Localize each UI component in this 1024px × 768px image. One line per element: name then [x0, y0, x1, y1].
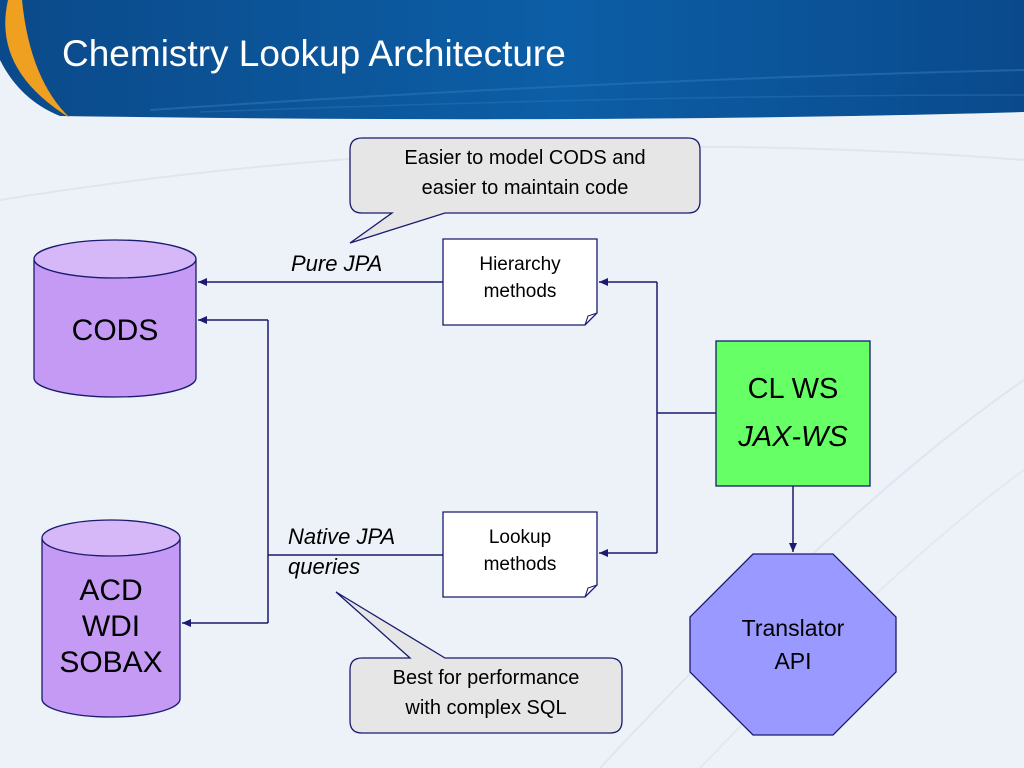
hierarchy-methods-line-2: methods — [483, 281, 557, 302]
acd-database-label: ACD WDI SOBAX — [42, 573, 180, 681]
native-jpa-label: Native JPA queries — [288, 522, 395, 582]
cl-ws-label: CL WS JAX-WS — [716, 365, 870, 461]
wdi-label: WDI — [81, 610, 141, 643]
page-title: Chemistry Lookup Architecture — [62, 33, 566, 74]
lookup-methods-label: Lookup methods — [443, 524, 597, 578]
cods-label: CODS — [71, 314, 159, 347]
acd-label: ACD — [79, 574, 143, 607]
callout-bottom-line-1: Best for performance — [392, 667, 580, 689]
callout-top-text: Easier to model CODS and easier to maint… — [350, 143, 700, 203]
callout-top-line-2: easier to maintain code — [421, 177, 629, 199]
cods-database-shape — [33, 239, 197, 398]
api-line-2: API — [774, 648, 812, 674]
translator-line-1: Translator — [741, 615, 845, 641]
hierarchy-methods-shape — [442, 238, 598, 326]
header-accent-swoosh — [5, 0, 70, 118]
translator-api-label: Translator API — [690, 612, 896, 678]
native-jpa-line-1: Native JPA — [288, 524, 396, 549]
callout-bottom-shape — [335, 591, 623, 734]
callout-top-shape — [349, 137, 701, 244]
translator-api-shape — [689, 553, 897, 736]
hierarchy-methods-label: Hierarchy methods — [443, 251, 597, 305]
header-band — [0, 0, 1024, 120]
sobax-label: SOBAX — [59, 646, 163, 679]
cl-ws-line-1: CL WS — [747, 373, 839, 405]
acd-database-shape — [41, 519, 181, 718]
jax-ws-line: JAX-WS — [738, 421, 848, 453]
callout-bottom-line-2: with complex SQL — [405, 697, 567, 719]
lookup-methods-shape — [442, 511, 598, 598]
lookup-methods-line-1: Lookup — [488, 527, 552, 548]
lookup-methods-line-2: methods — [483, 554, 557, 575]
callout-top-line-1: Easier to model CODS and — [404, 147, 646, 169]
hierarchy-methods-line-1: Hierarchy — [479, 254, 561, 275]
callout-bottom-text: Best for performance with complex SQL — [350, 663, 622, 723]
native-jpa-line-2: queries — [288, 554, 361, 579]
pure-jpa-label: Pure JPA — [291, 251, 383, 276]
